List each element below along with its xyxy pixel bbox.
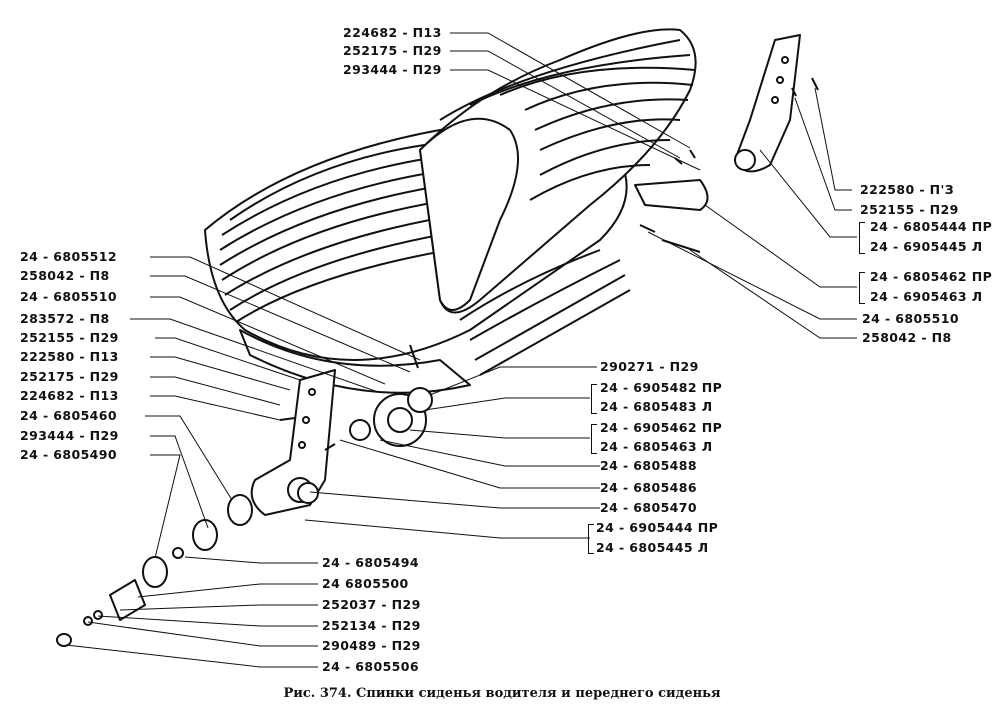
label-6905462-pr: 24 - 6905462 ПР	[600, 420, 723, 435]
label-6805470: 24 - 6805470	[600, 500, 697, 515]
label-6905445-l: 24 - 6905445 Л	[870, 239, 983, 254]
label-6905482-pr: 24 - 6905482 ПР	[600, 380, 723, 395]
label-6905444-pr: 24 - 6905444 ПР	[596, 520, 719, 535]
label-6805444-pr: 24 - 6805444 ПР	[870, 219, 993, 234]
label-252155-left: 252155 - П29	[20, 330, 119, 345]
label-290271: 290271 - П29	[600, 359, 699, 374]
bracket-right-2	[859, 272, 865, 304]
figure-caption: Рис. 374. Спинки сиденья водителя и пере…	[283, 686, 721, 701]
label-224682-p13-top: 224682 - П13	[343, 25, 442, 40]
label-222580-right: 222580 - П'З	[860, 182, 955, 197]
label-6805510-left: 24 - 6805510	[20, 289, 117, 304]
bushing-parts	[56, 494, 253, 647]
label-252037: 252037 - П29	[322, 597, 421, 612]
right-hinge-bracket	[734, 34, 801, 173]
label-6805483-l: 24 - 6805483 Л	[600, 399, 713, 414]
recliner-mechanism	[349, 387, 433, 447]
label-6805506: 24 - 6805506	[322, 659, 419, 674]
label-293444-p29-top: 293444 - П29	[343, 62, 442, 77]
label-6805463-l: 24 - 6805463 Л	[600, 439, 713, 454]
label-224682-left: 224682 - П13	[20, 388, 119, 403]
bracket-right-1	[859, 222, 865, 254]
bracket-mid-3	[588, 524, 594, 554]
label-6905463-l: 24 - 6905463 Л	[870, 289, 983, 304]
label-283572: 283572 - П8	[20, 311, 110, 326]
label-6805512: 24 - 6805512	[20, 249, 117, 264]
label-6805510-right: 24 - 6805510	[862, 311, 959, 326]
label-6805460: 24 - 6805460	[20, 408, 117, 423]
label-252175-left: 252175 - П29	[20, 369, 119, 384]
bracket-mid-1	[591, 384, 597, 414]
label-6805462-pr: 24 - 6805462 ПР	[870, 269, 993, 284]
label-252175-p29-top: 252175 - П29	[343, 43, 442, 58]
label-6805494: 24 - 6805494	[322, 555, 419, 570]
label-6805500: 24 6805500	[322, 576, 409, 591]
label-258042-left: 258042 - П8	[20, 268, 110, 283]
label-252134: 252134 - П29	[322, 618, 421, 633]
passenger-seat-back	[419, 28, 697, 314]
label-252155-right: 252155 - П29	[860, 202, 959, 217]
bracket-mid-2	[591, 424, 597, 454]
label-290489: 290489 - П29	[322, 638, 421, 653]
label-222580-left: 222580 - П13	[20, 349, 119, 364]
right-mount-plate	[634, 179, 709, 211]
leader-lines	[65, 32, 857, 668]
label-258042-right: 258042 - П8	[862, 330, 952, 345]
label-6805445-l: 24 - 6805445 Л	[596, 540, 709, 555]
sprocket-gear	[297, 482, 319, 504]
label-6805486: 24 - 6805486	[600, 480, 697, 495]
label-293444-left: 293444 - П29	[20, 428, 119, 443]
label-6805488: 24 - 6805488	[600, 458, 697, 473]
label-6805490: 24 - 6805490	[20, 447, 117, 462]
